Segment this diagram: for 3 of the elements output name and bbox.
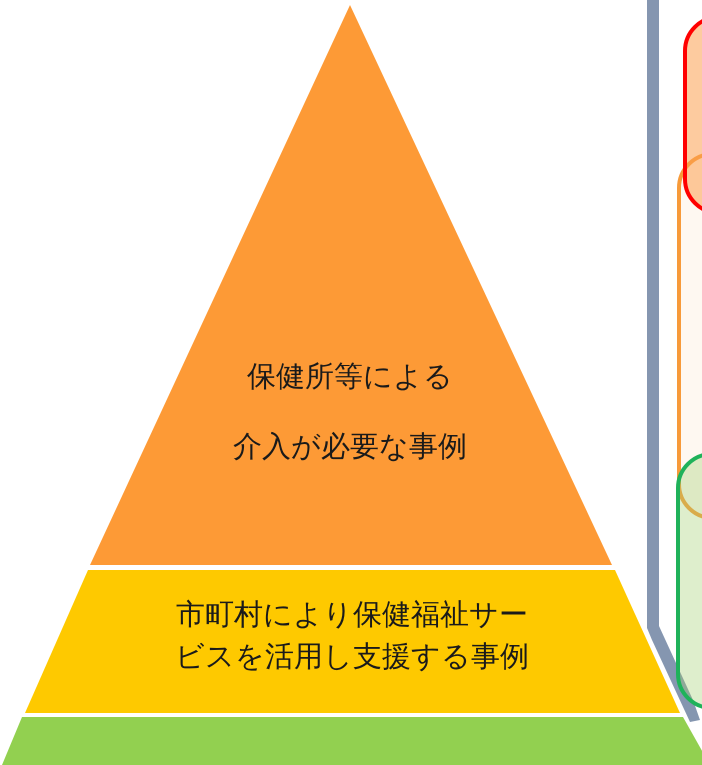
tier-label: 市町村により保健福祉サービスを活用し支援する事例 <box>174 596 530 676</box>
tier-label: 介入が必要な事例 <box>232 428 468 465</box>
tier-label: 保健所等による <box>246 358 454 395</box>
